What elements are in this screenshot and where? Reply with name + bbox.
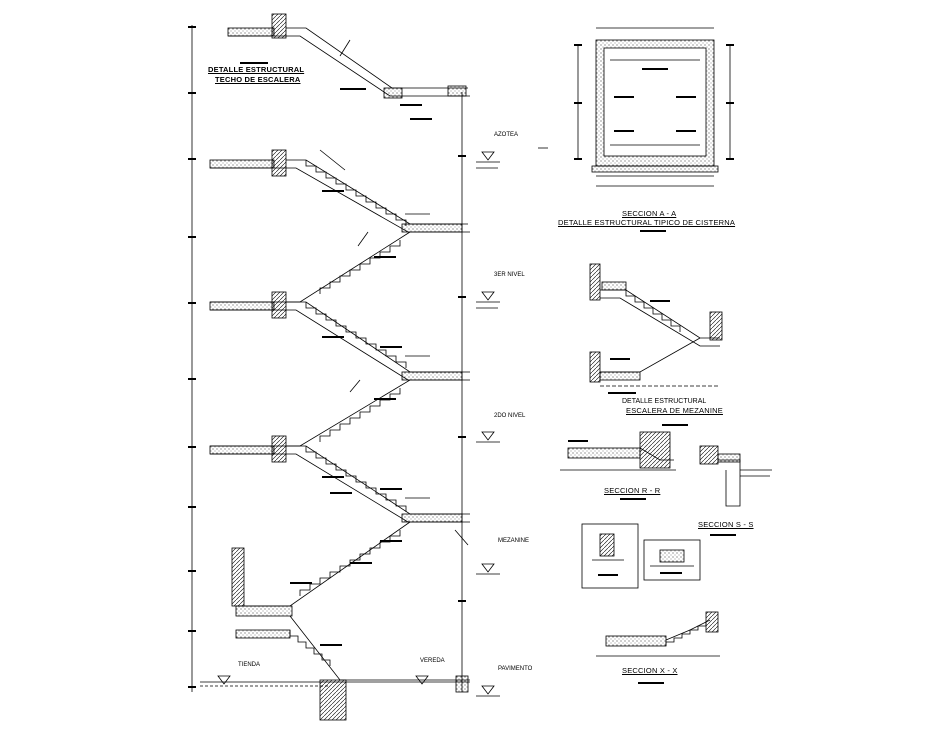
level-tienda: TIENDA — [238, 662, 261, 668]
cistern-annotations — [574, 44, 734, 232]
cistern-title-line2: DETALLE ESTRUCTURAL TIPICO DE CISTERNA — [558, 218, 736, 227]
level-segundo-nivel: 2DO NIVEL — [494, 413, 526, 419]
section-x-detail — [596, 611, 720, 657]
mezz-title-line1: DETALLE ESTRUCTURAL — [622, 398, 707, 405]
section-s-detail — [699, 445, 772, 507]
section-x-title: SECCION X - X — [622, 666, 678, 675]
level-pavimento: PAVIMENTO — [498, 666, 533, 672]
section-r-annotations — [568, 440, 646, 500]
section-x-annotations — [638, 682, 664, 684]
section-r-detail — [560, 431, 676, 471]
section-s-annotations — [710, 534, 736, 536]
detail-box-labels — [598, 572, 682, 576]
roof-title-line1: DETALLE ESTRUCTURAL — [208, 65, 305, 74]
mezzanine-annotations — [608, 300, 688, 426]
mezz-title-line2: ESCALERA DE MEZANINE — [626, 406, 723, 415]
level-markers — [217, 147, 548, 697]
level-mezanine: MEZANINE — [498, 538, 530, 544]
cistern-title-line1: SECCION A - A — [622, 209, 677, 218]
detail-boxes — [581, 523, 701, 589]
section-r-title: SECCION R - R — [604, 486, 661, 495]
section-s-title: SECCION S - S — [698, 520, 754, 529]
level-azotea: AZOTEA — [494, 132, 519, 138]
roof-title-line2: TECHO DE ESCALERA — [215, 75, 301, 84]
cistern-section — [577, 27, 731, 187]
level-vereda: VEREDA — [420, 658, 445, 664]
level-tercer-nivel: 3ER NIVEL — [494, 272, 525, 278]
annotation-bars — [240, 62, 432, 646]
mezzanine-stair-detail — [589, 263, 723, 387]
